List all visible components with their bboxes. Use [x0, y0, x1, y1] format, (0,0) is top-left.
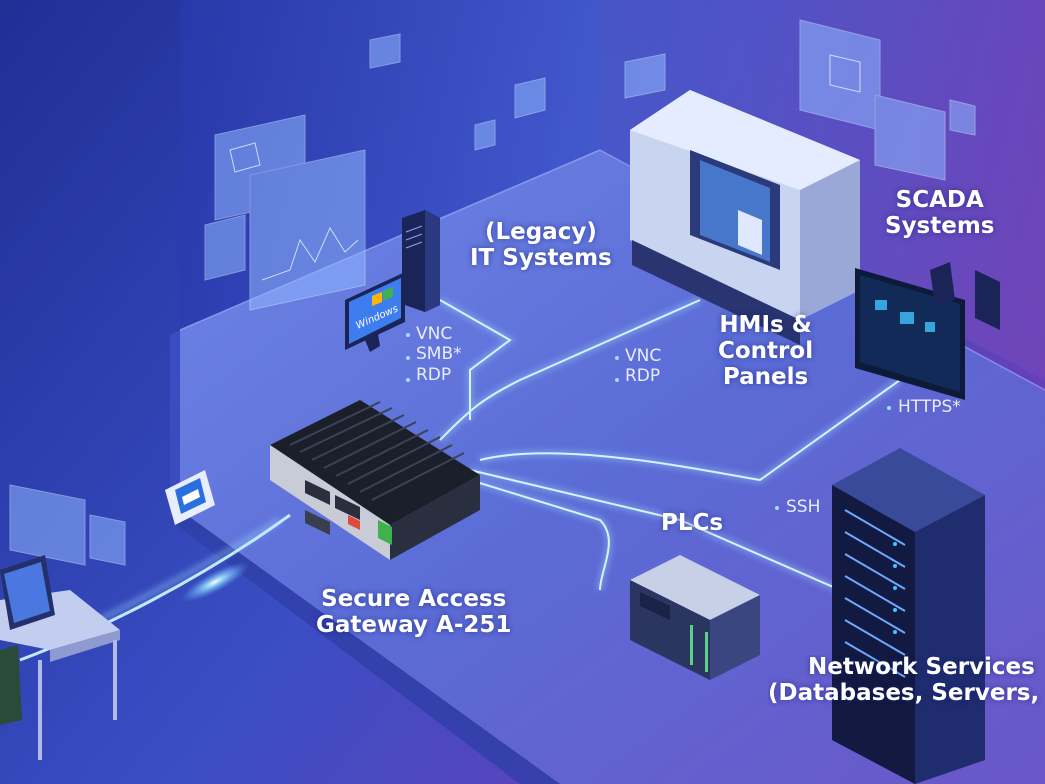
scada-line-2: Systems [885, 212, 995, 239]
gateway-device [270, 400, 480, 560]
plc-modules [630, 555, 760, 680]
cnc-machine [630, 90, 860, 345]
protocol-vnc: VNC [416, 324, 453, 344]
scada-line-1: SCADA [895, 187, 984, 213]
gateway-line-1: Secure Access [321, 586, 507, 612]
protocol-ssh: SSH [786, 497, 821, 517]
network-services-line-1: Network Services [808, 655, 1035, 680]
hmi-line-2: Control [718, 337, 814, 364]
label-plcs: PLCs [661, 510, 724, 536]
legacy-it-line-1: (Legacy) [484, 219, 597, 245]
protocol-vnc: VNC [625, 346, 662, 366]
protocols-scada: HTTPS* [898, 397, 961, 417]
gateway-line-2: Gateway A-251 [316, 611, 512, 638]
remote-user-desk [0, 555, 120, 760]
network-services-line-2: (Databases, Servers, [768, 679, 1040, 706]
label-legacy-it-systems: (Legacy) IT Systems [470, 219, 612, 272]
hmi-line-1: HMIs & [719, 312, 812, 338]
legacy-it-line-2: IT Systems [470, 244, 612, 271]
hmi-line-3: Panels [722, 363, 809, 390]
protocols-hmi: VNC RDP [625, 346, 661, 387]
protocol-smb: SMB* [416, 344, 462, 365]
server-rack [832, 448, 985, 784]
protocol-rdp: RDP [416, 364, 452, 385]
protocols-legacy-it: VNC SMB* RDP [416, 324, 462, 385]
remote-access-icon [165, 470, 215, 525]
label-scada-systems: SCADA Systems [885, 187, 995, 240]
legacy-it-equipment [345, 210, 440, 352]
protocol-rdp: RDP [625, 366, 661, 387]
label-hmis-control-panels: HMIs & Control Panels [718, 312, 814, 390]
protocols-network-services: SSH [786, 497, 820, 517]
label-secure-access-gateway: Secure Access Gateway A-251 [316, 586, 512, 639]
label-network-services: Network Services (Databases, Servers, [768, 655, 1045, 707]
scada-screen [855, 262, 1000, 400]
protocol-https: HTTPS* [898, 397, 961, 417]
